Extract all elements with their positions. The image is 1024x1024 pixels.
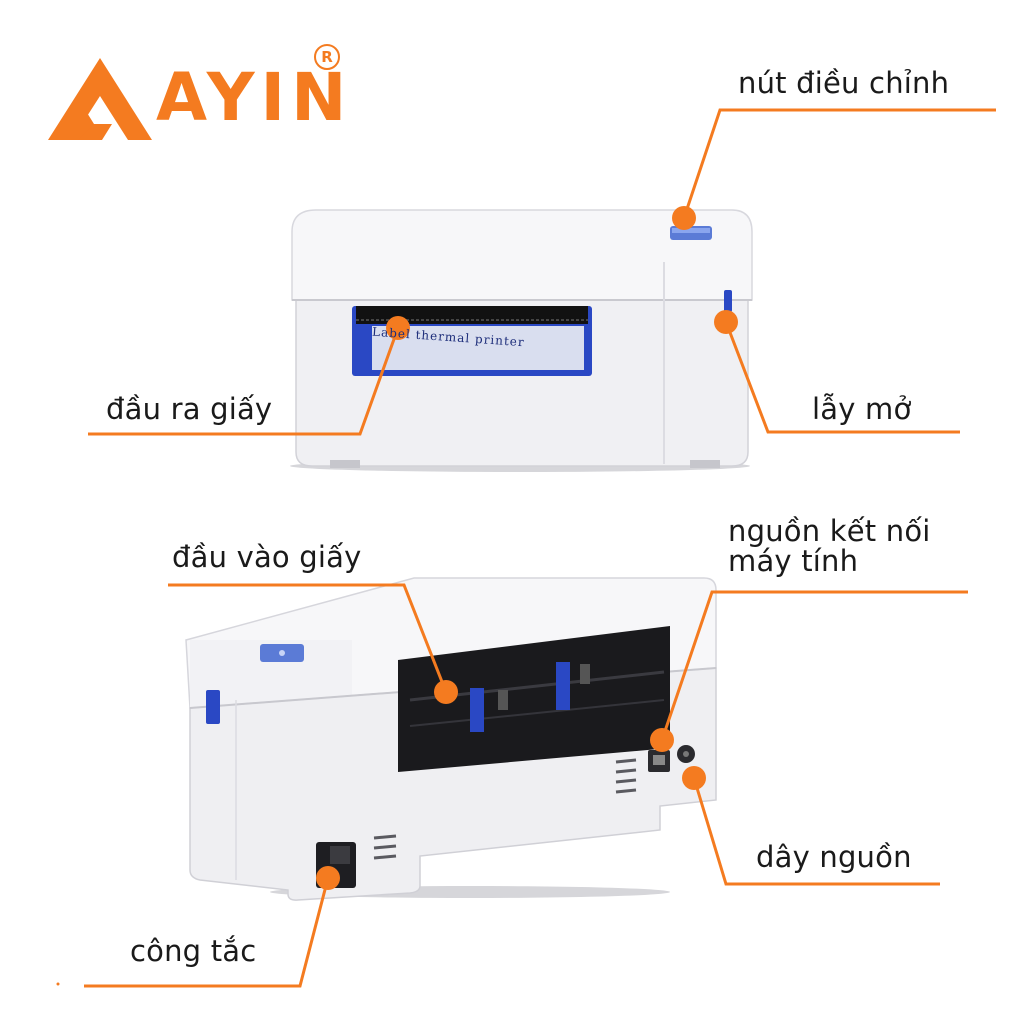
callout-power-switch: công tắc bbox=[130, 934, 257, 968]
printer-rear bbox=[185, 577, 717, 901]
callout-computer-port-line1: nguồn kết nối bbox=[728, 514, 931, 548]
brand-logo-text: AYIN bbox=[156, 59, 353, 136]
logo-mark-icon bbox=[48, 58, 152, 140]
callout-dots bbox=[316, 206, 738, 890]
callout-open-latch: lẫy mở bbox=[812, 392, 912, 426]
printer-front bbox=[290, 209, 753, 472]
callout-paper-input: đầu vào giấy bbox=[172, 540, 362, 574]
callout-lines bbox=[84, 108, 996, 988]
callout-adjust-button: nút điều chỉnh bbox=[738, 66, 950, 100]
callout-computer-port-line2: máy tính bbox=[728, 544, 859, 578]
callout-power-cord: dây nguồn bbox=[756, 840, 912, 874]
callout-paper-output: đầu ra giấy bbox=[106, 392, 273, 426]
registered-mark-icon: R bbox=[314, 44, 340, 70]
